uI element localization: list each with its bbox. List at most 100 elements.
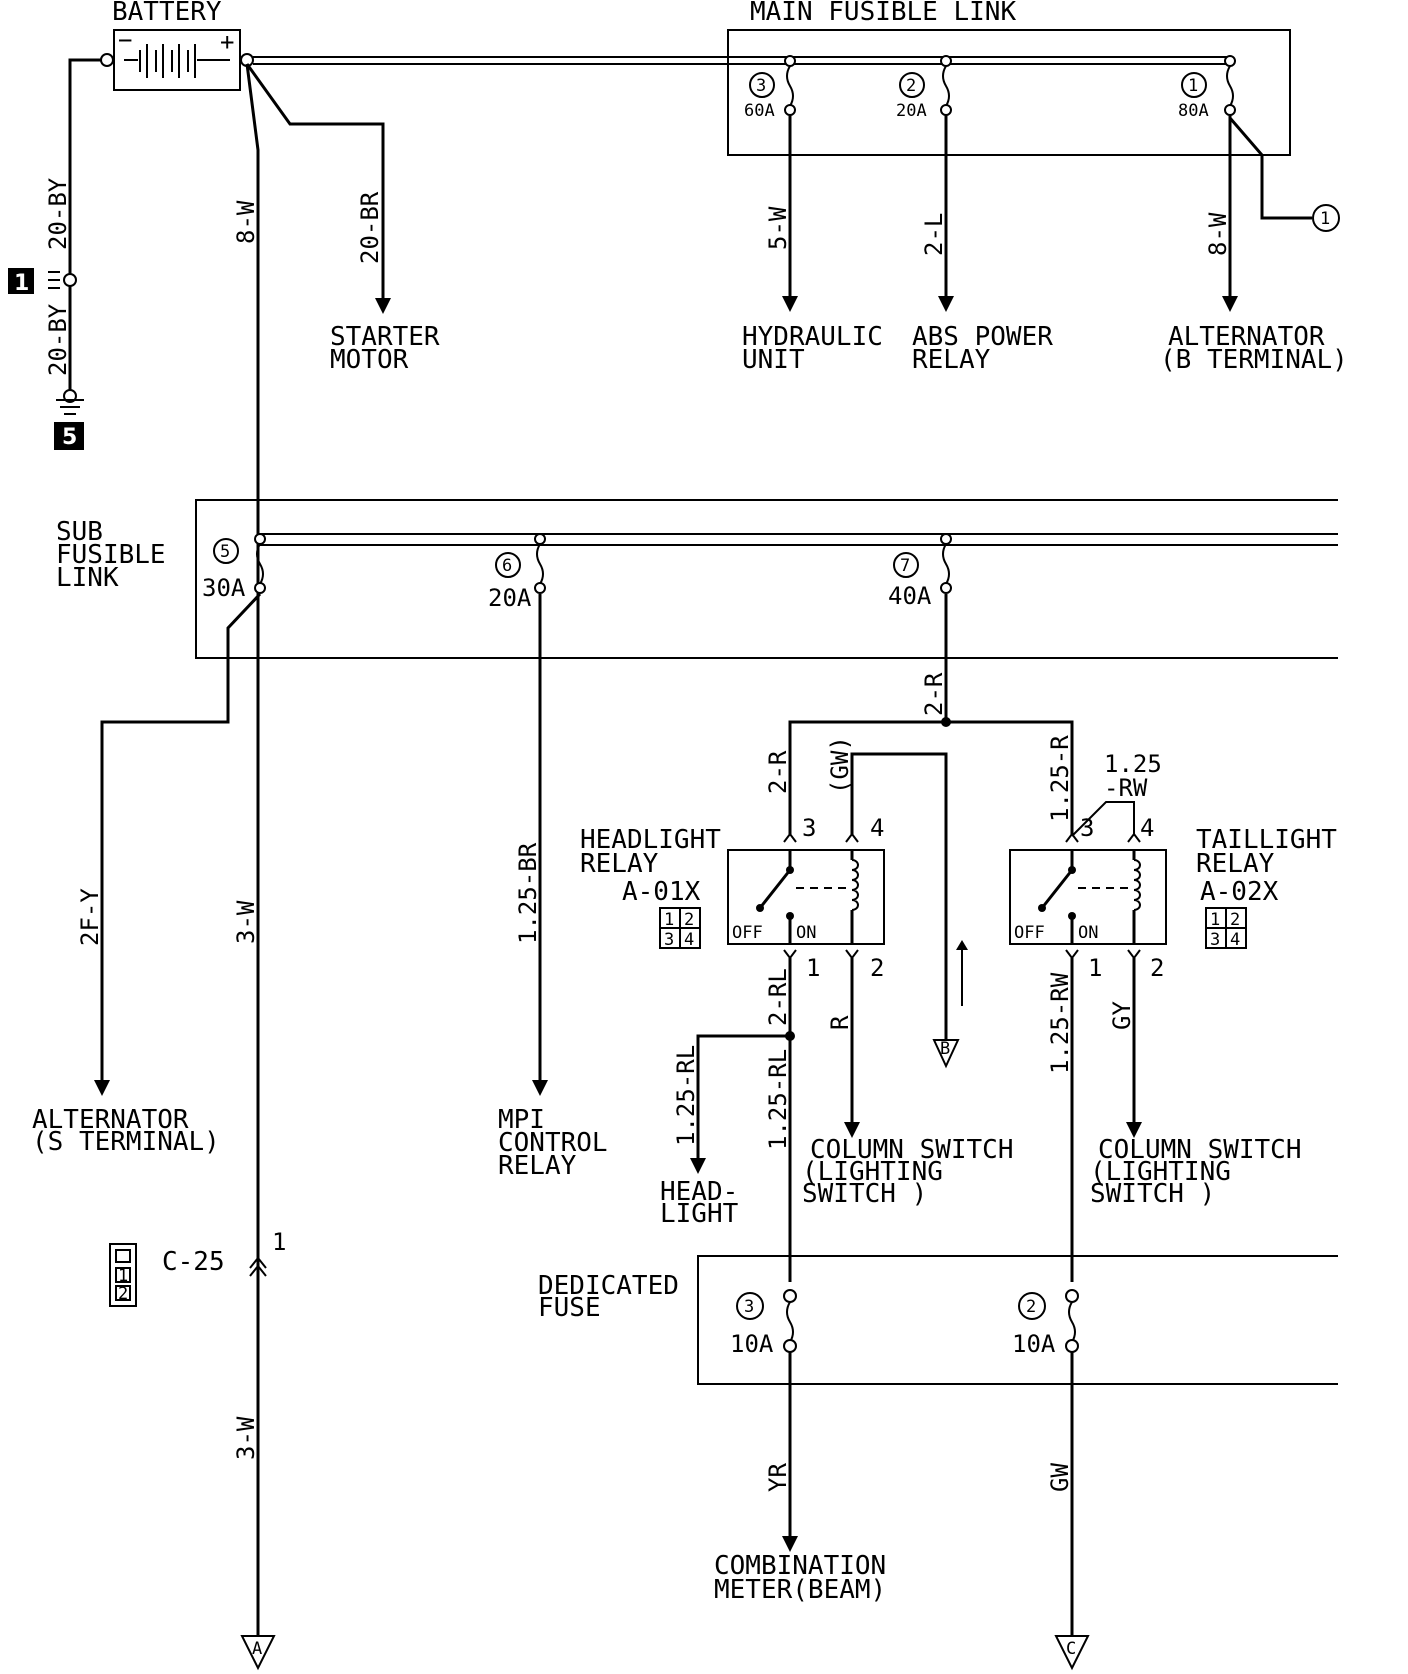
dedicated-fuse-label-l1: DEDICATED — [538, 1271, 679, 1301]
main-trunk: 8-W 3-W 3-W A — [232, 63, 276, 1671]
sub-fuse-7: 7 40A — [888, 533, 952, 610]
ground-circuit: 20-BY 20-BY 1 5 — [8, 58, 101, 450]
splice-icon — [48, 271, 60, 289]
headlight-relay: HEADLIGHT RELAY A-01X B (GW) 3 4 1 2 OFF… — [580, 736, 968, 1069]
offpage-1-icon — [1312, 204, 1340, 232]
colsw1-label-l3: SWITCH ) — [802, 1179, 927, 1209]
ground-wire-lower-label: 20-BY — [44, 303, 72, 376]
offpage-a-icon — [240, 1635, 276, 1671]
main-fuse-2-rating: 20A — [896, 101, 927, 121]
hydraulic-circuit: 5-W HYDRAULIC UNIT — [742, 115, 883, 375]
mpi-label-l2: CONTROL — [498, 1128, 608, 1158]
headlight-relay-box — [727, 849, 885, 945]
svg-text:4: 4 — [1230, 930, 1240, 950]
svg-text:2: 2 — [118, 1284, 128, 1304]
taillight-relay-name-l2: RELAY — [1196, 849, 1275, 879]
colsw2-label-l2: (LIGHTING — [1090, 1157, 1231, 1187]
taillight-relay-box — [1009, 849, 1167, 945]
offpage-c-icon — [1054, 1635, 1090, 1671]
main-fusible-link-box — [727, 29, 1291, 156]
hl-relay-in4-label: (GW) — [826, 736, 854, 794]
sub-fuse-5-rating: 30A — [202, 574, 246, 602]
main-fuse-3-rating: 60A — [744, 101, 775, 121]
sub-fusible-link: SUB FUSIBLE LINK 5 30A 6 20A 7 40A — [56, 499, 1338, 659]
dedicated-fuse: DEDICATED FUSE 3 10A 2 10A — [538, 1255, 1338, 1385]
sub-fuse-6-rating: 20A — [488, 584, 532, 612]
svg-text:1: 1 — [1210, 910, 1220, 930]
connector-c25-icon: 1 2 — [109, 1243, 137, 1307]
alternator-s-circuit: 2F-Y ALTERNATOR (S TERMINAL) — [32, 592, 262, 1157]
headlight-relay-connector-icon: 1 2 3 4 — [659, 907, 701, 950]
dedicated-fuse-3: 3 10A — [730, 1289, 797, 1358]
alternator-s-label-l2: (S TERMINAL) — [32, 1127, 220, 1157]
main-trunk-wire-label: 8-W — [232, 200, 260, 244]
main-fuse-3-num: 3 — [756, 76, 766, 96]
taillight-relay-connector-icon: 1 2 3 4 — [1205, 907, 1247, 950]
headlight-label-l2: LIGHT — [660, 1199, 739, 1229]
alternator-s-wire-label: 2F-Y — [76, 888, 104, 946]
mpi-wire-label: 1.25-BR — [514, 842, 542, 944]
colsw1-label-l1: COLUMN SWITCH — [810, 1135, 1014, 1165]
sub-fuse-6: 6 20A — [488, 533, 546, 612]
alternator-b-label-l2: (B TERMINAL) — [1160, 345, 1348, 375]
starter-label-l2: MOTOR — [330, 345, 409, 375]
offpage-a-text: A — [252, 1639, 262, 1659]
alternator-b-label-l1: ALTERNATOR — [1168, 322, 1325, 352]
hydraulic-label-l1: HYDRAULIC — [742, 322, 883, 352]
colsw1-label-l2: (LIGHTING — [802, 1157, 943, 1187]
taillight-relay-pin2: 2 — [1150, 954, 1164, 982]
starter-label-l1: STARTER — [330, 322, 440, 352]
headlight-relay-on: ON — [796, 923, 816, 943]
ground-badge-1-text: 1 — [14, 271, 29, 296]
battery-neg-terminal — [100, 53, 114, 67]
ground-badge-5 — [54, 422, 84, 450]
taillight-relay-pin3: 3 — [1080, 814, 1094, 842]
taillight-relay-pin1: 1 — [1088, 954, 1102, 982]
dedicated-fuse-2-num: 2 — [1026, 1297, 1036, 1317]
sub-fuse-7-num: 7 — [900, 556, 910, 576]
connector-c25: 1 2 C-25 1 — [109, 1228, 286, 1307]
taillight-relay-outputs: 1.25-RW GY COLUMN SWITCH (LIGHTING SWITC… — [1046, 958, 1302, 1282]
tl-relay-in4-label-a: 1.25 — [1104, 750, 1162, 778]
svg-text:3: 3 — [664, 930, 674, 950]
mpi-circuit: 1.25-BR MPI CONTROL RELAY — [498, 594, 608, 1181]
headlight-relay-pin1: 1 — [806, 954, 820, 982]
main-fuse-2: 2 20A — [896, 55, 952, 121]
hl-relay-out1-label: 2-RL — [764, 968, 792, 1026]
tl-relay-in4-label-b: -RW — [1104, 774, 1148, 802]
sub-fusible-label-l3: LINK — [56, 563, 119, 593]
battery: BATTERY − + — [100, 0, 254, 91]
svg-text:4: 4 — [684, 930, 694, 950]
headlight-label-l1: HEAD- — [660, 1177, 738, 1207]
main-fuse-2-num: 2 — [906, 76, 916, 96]
tl-relay-out2-label: GY — [1108, 1001, 1136, 1030]
sub-fuse-6-num: 6 — [502, 556, 512, 576]
main-fuse-1-rating: 80A — [1178, 101, 1209, 121]
meter-label-l2: METER(BEAM) — [714, 1575, 886, 1605]
main-trunk-lower-label: 3-W — [232, 900, 260, 944]
headlight-relay-pin4: 4 — [870, 814, 884, 842]
abs-wire-label: 2-L — [920, 213, 948, 256]
sub-fusible-label-l1: SUB — [56, 517, 103, 547]
headlight-relay-code: A-01X — [622, 877, 701, 907]
offpage-c-text: C — [1066, 1639, 1076, 1659]
sub-fuse-5: 5 30A — [202, 533, 266, 602]
main-fuse-1-num: 1 — [1188, 76, 1198, 96]
main-fuse-3: 3 60A — [744, 55, 796, 121]
sub-fusible-link-box — [195, 499, 1338, 659]
dedicated-fuse-2: 2 10A — [1012, 1289, 1079, 1358]
headlight-relay-pin3: 3 — [802, 814, 816, 842]
alternator-b-wire-label: 8-W — [1204, 212, 1232, 256]
alternator-s-label-l1: ALTERNATOR — [32, 1105, 189, 1135]
dedicated-fuse-label-l2: FUSE — [538, 1293, 601, 1323]
svg-text:1: 1 — [664, 910, 674, 930]
headlight-relay-coil-icon — [850, 850, 859, 944]
taillight-relay-coil-icon — [1132, 850, 1141, 944]
headlight-relay-pin2: 2 — [870, 954, 884, 982]
mpi-label-l3: RELAY — [498, 1151, 577, 1181]
taillight-relay-code: A-02X — [1200, 877, 1279, 907]
battery-minus: − — [118, 26, 132, 54]
hydraulic-wire-label: 5-W — [764, 206, 792, 250]
ground-icon — [56, 389, 84, 415]
